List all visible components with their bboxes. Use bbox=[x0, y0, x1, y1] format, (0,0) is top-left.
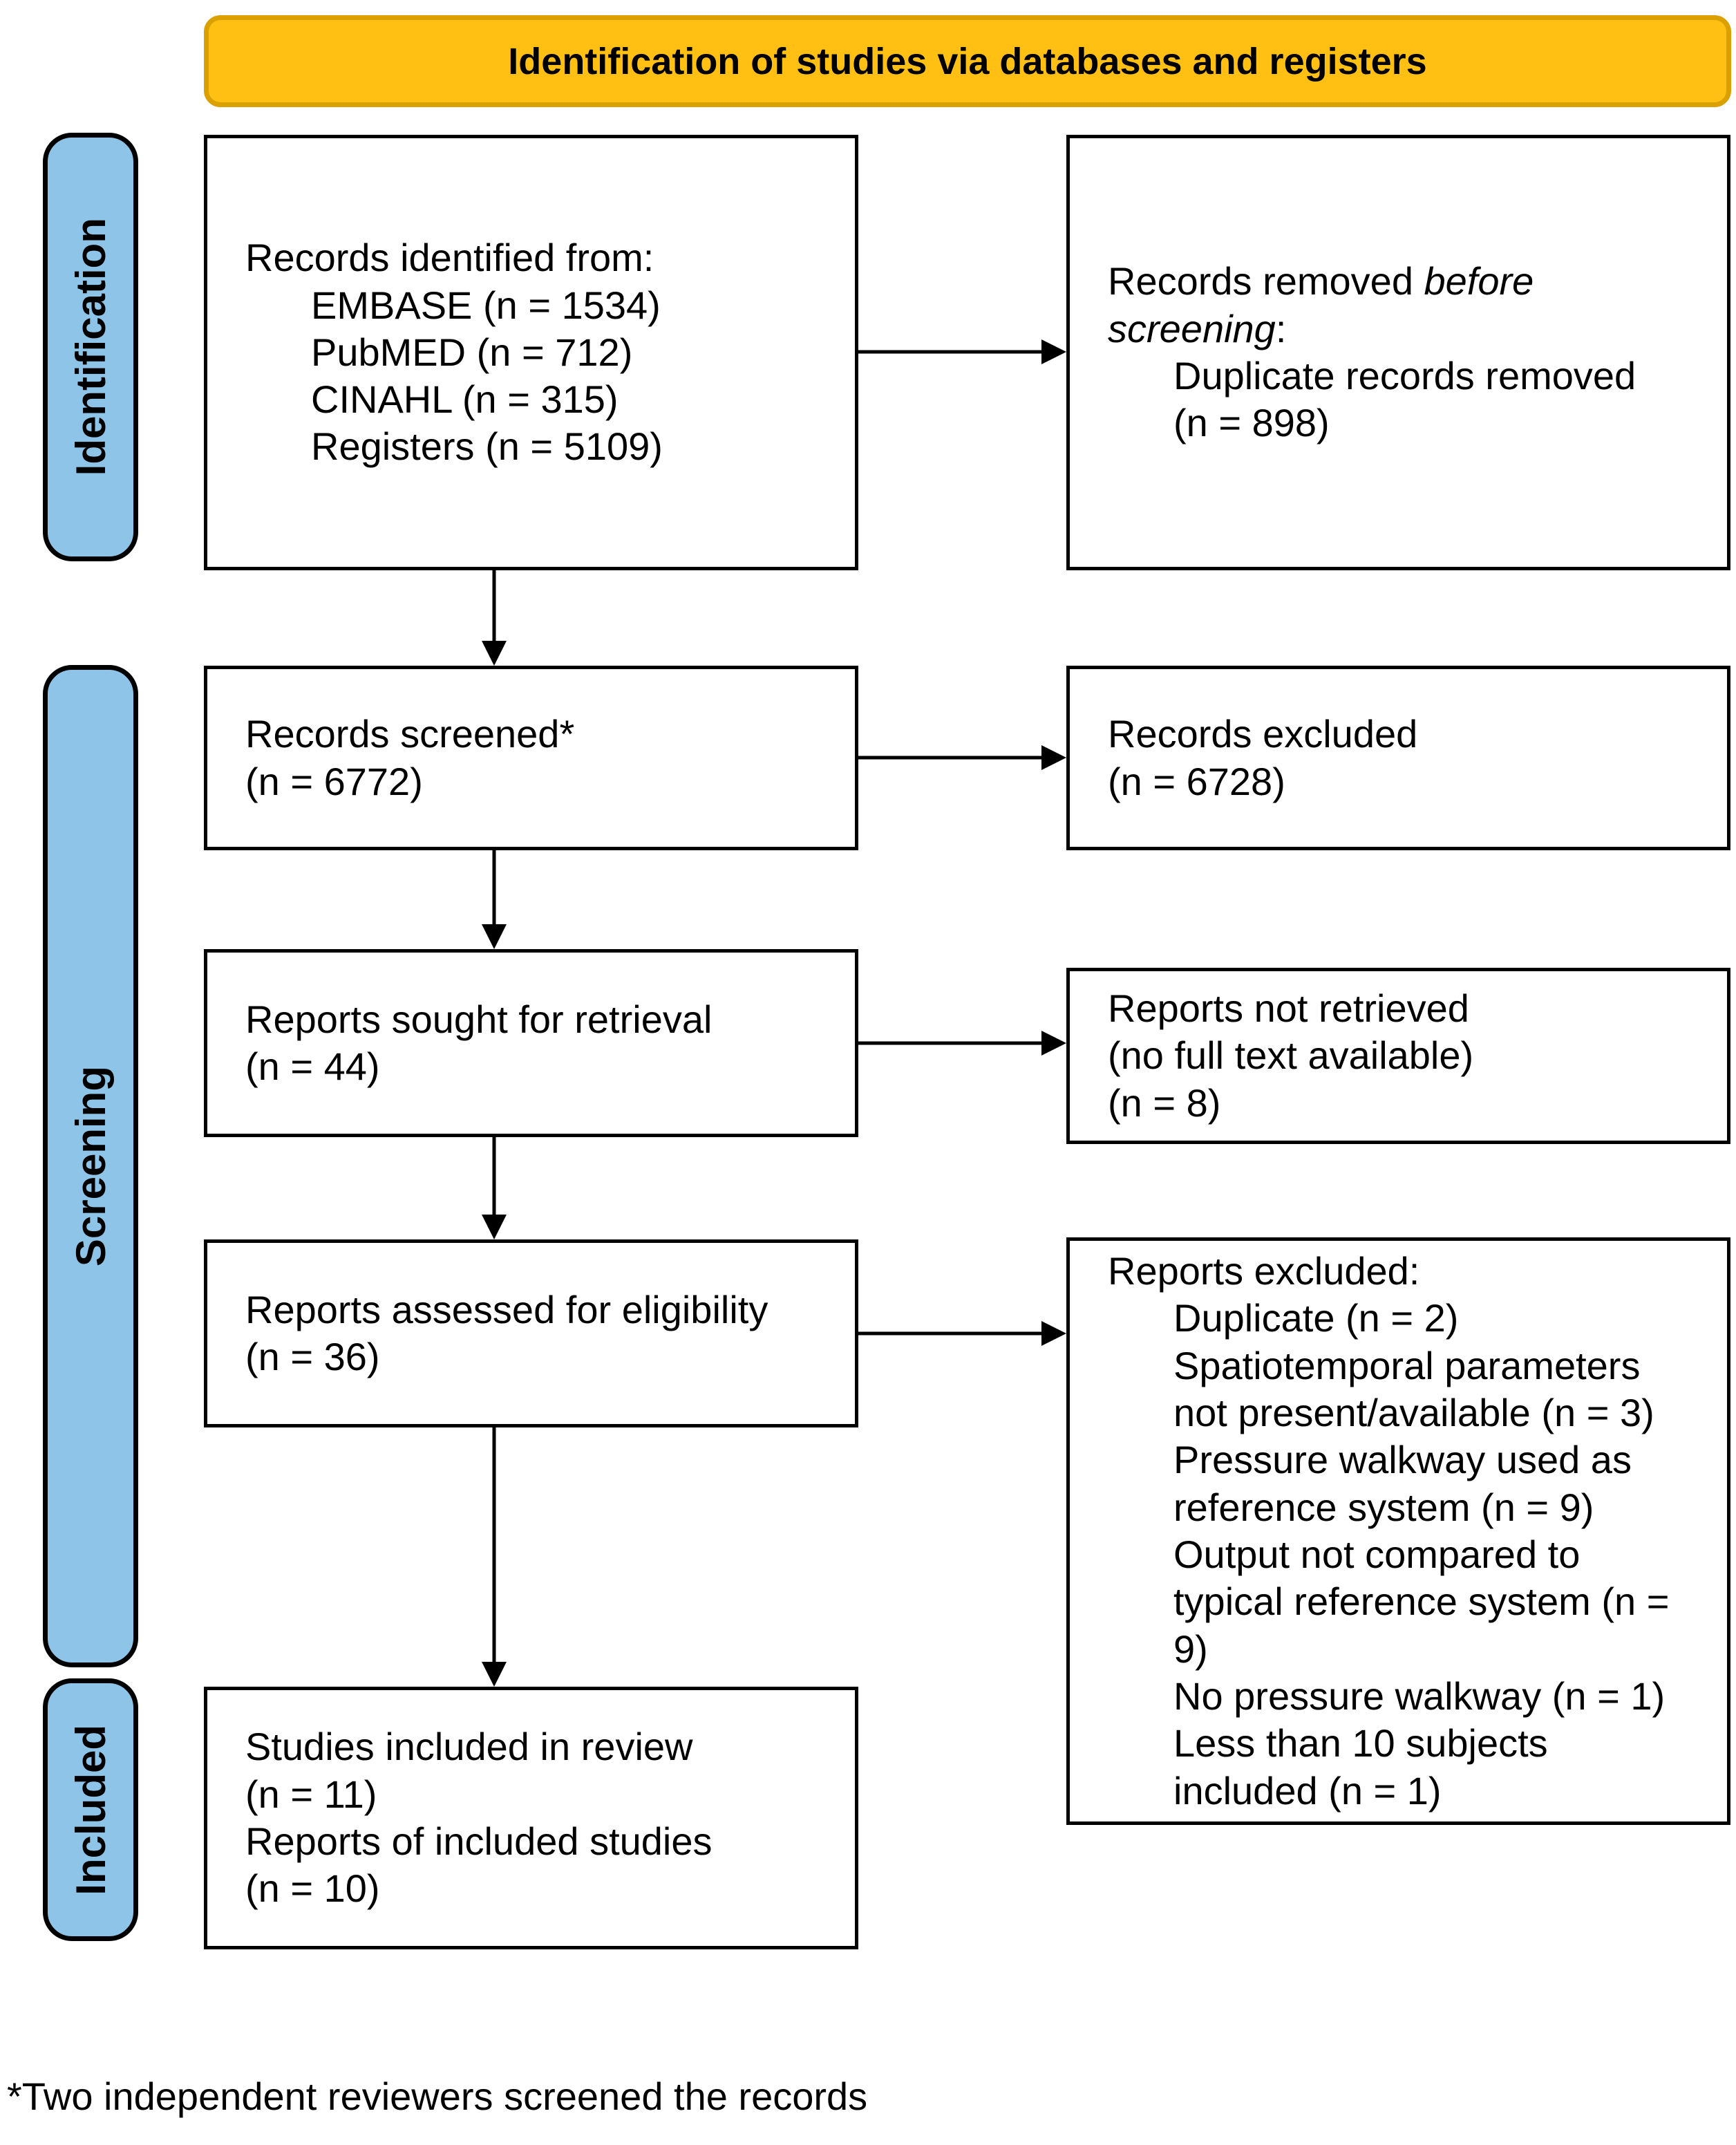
arrow-sought-to-not-retrieved bbox=[858, 1029, 1066, 1057]
arrow-identified-to-removed bbox=[858, 338, 1066, 366]
banner-title: Identification of studies via databases … bbox=[204, 15, 1731, 107]
arrow-sought-to-assessed bbox=[480, 1137, 508, 1239]
arrow-down-head-icon bbox=[482, 1215, 507, 1239]
box-reports-sought: Reports sought for retrieval (n = 44) bbox=[204, 949, 858, 1137]
box-line: Less than 10 subjects bbox=[1173, 1721, 1548, 1765]
box-records-identified: Records identified from: EMBASE (n = 153… bbox=[204, 135, 858, 570]
box-line: PubMED (n = 712) bbox=[311, 330, 633, 374]
box-line: (n = 36) bbox=[245, 1335, 380, 1378]
box-line: (n = 6772) bbox=[245, 759, 423, 803]
stage-screening-label: Screening bbox=[67, 1065, 114, 1267]
box-reports-not-retrieved: Reports not retrieved (no full text avai… bbox=[1066, 968, 1730, 1144]
arrow-shaft bbox=[858, 756, 1044, 760]
box-line: Reports of included studies bbox=[245, 1819, 713, 1863]
arrow-shaft bbox=[858, 1041, 1044, 1045]
box-line: (n = 898) bbox=[1173, 401, 1330, 445]
box-line: (n = 6728) bbox=[1108, 759, 1285, 803]
arrow-right-head-icon bbox=[1041, 1321, 1066, 1346]
box-line: Registers (n = 5109) bbox=[311, 424, 663, 469]
stage-screening: Screening bbox=[43, 665, 138, 1667]
box-records-screened: Records screened* (n = 6772) bbox=[204, 666, 858, 850]
text-segment-italic: screening bbox=[1108, 306, 1276, 350]
box-line: screening: bbox=[1108, 306, 1703, 353]
arrow-shaft bbox=[492, 1427, 496, 1665]
box-line: Reports excluded: bbox=[1108, 1249, 1420, 1293]
arrow-right-head-icon bbox=[1041, 1031, 1066, 1056]
box-line: Reports sought for retrieval bbox=[245, 997, 713, 1041]
box-studies-included: Studies included in review (n = 11) Repo… bbox=[204, 1687, 858, 1949]
box-line: Records screened* bbox=[245, 712, 575, 756]
box-line: Records identified from: bbox=[245, 236, 654, 280]
box-line: Reports assessed for eligibility bbox=[245, 1287, 768, 1331]
box-line: typical reference system (n = bbox=[1173, 1580, 1670, 1624]
box-line: Spatiotemporal parameters bbox=[1173, 1343, 1641, 1387]
arrow-identified-to-screened bbox=[480, 570, 508, 666]
arrow-right-head-icon bbox=[1041, 339, 1066, 364]
box-line: No pressure walkway (n = 1) bbox=[1173, 1674, 1666, 1718]
box-line: included (n = 1) bbox=[1173, 1768, 1442, 1813]
box-line: Duplicate records removed bbox=[1173, 354, 1636, 397]
box-line: reference system (n = 9) bbox=[1173, 1485, 1594, 1529]
box-line: (n = 8) bbox=[1108, 1080, 1221, 1125]
box-line: Output not compared to bbox=[1173, 1533, 1581, 1576]
box-line: (n = 44) bbox=[245, 1045, 380, 1088]
box-line: Pressure walkway used as bbox=[1173, 1438, 1632, 1482]
arrow-shaft bbox=[858, 1331, 1044, 1336]
box-line: Reports not retrieved bbox=[1108, 986, 1469, 1031]
arrow-shaft bbox=[492, 570, 496, 644]
box-line: Duplicate (n = 2) bbox=[1173, 1296, 1459, 1340]
arrow-screened-to-sought bbox=[480, 850, 508, 949]
box-line: Records removed before bbox=[1108, 258, 1703, 305]
arrow-shaft bbox=[492, 850, 496, 927]
arrow-assessed-to-reports-excluded bbox=[858, 1320, 1066, 1347]
box-line: Records excluded bbox=[1108, 712, 1418, 756]
arrow-down-head-icon bbox=[482, 641, 507, 666]
text-segment: : bbox=[1275, 306, 1287, 350]
footnote: *Two independent reviewers screened the … bbox=[7, 2074, 868, 2118]
stage-included-label: Included bbox=[67, 1724, 114, 1895]
box-records-excluded: Records excluded (n = 6728) bbox=[1066, 666, 1730, 850]
box-line: EMBASE (n = 1534) bbox=[311, 283, 661, 327]
text-segment-italic: before bbox=[1424, 259, 1534, 303]
box-line: 9) bbox=[1173, 1627, 1208, 1671]
arrow-shaft bbox=[858, 350, 1044, 354]
arrow-down-head-icon bbox=[482, 1662, 507, 1687]
stage-included: Included bbox=[43, 1678, 138, 1941]
arrow-screened-to-excluded bbox=[858, 744, 1066, 771]
box-line: not present/available (n = 3) bbox=[1173, 1391, 1654, 1435]
box-line: CINAHL (n = 315) bbox=[311, 377, 619, 422]
box-line: Studies included in review bbox=[245, 1725, 693, 1769]
box-reports-assessed: Reports assessed for eligibility (n = 36… bbox=[204, 1239, 858, 1427]
box-line: (no full text available) bbox=[1108, 1033, 1474, 1078]
arrow-down-head-icon bbox=[482, 924, 507, 949]
box-line: (n = 10) bbox=[245, 1866, 380, 1911]
arrow-assessed-to-included bbox=[480, 1427, 508, 1687]
text-segment: Records removed bbox=[1108, 259, 1424, 303]
box-line: (n = 11) bbox=[245, 1772, 377, 1816]
stage-identification: Identification bbox=[43, 133, 138, 561]
box-reports-excluded: Reports excluded: Duplicate (n = 2) Spat… bbox=[1066, 1237, 1730, 1825]
stage-identification-label: Identification bbox=[67, 218, 114, 476]
arrow-shaft bbox=[492, 1137, 496, 1217]
arrow-right-head-icon bbox=[1041, 745, 1066, 770]
box-records-removed: Records removed before screening: Duplic… bbox=[1066, 135, 1730, 570]
